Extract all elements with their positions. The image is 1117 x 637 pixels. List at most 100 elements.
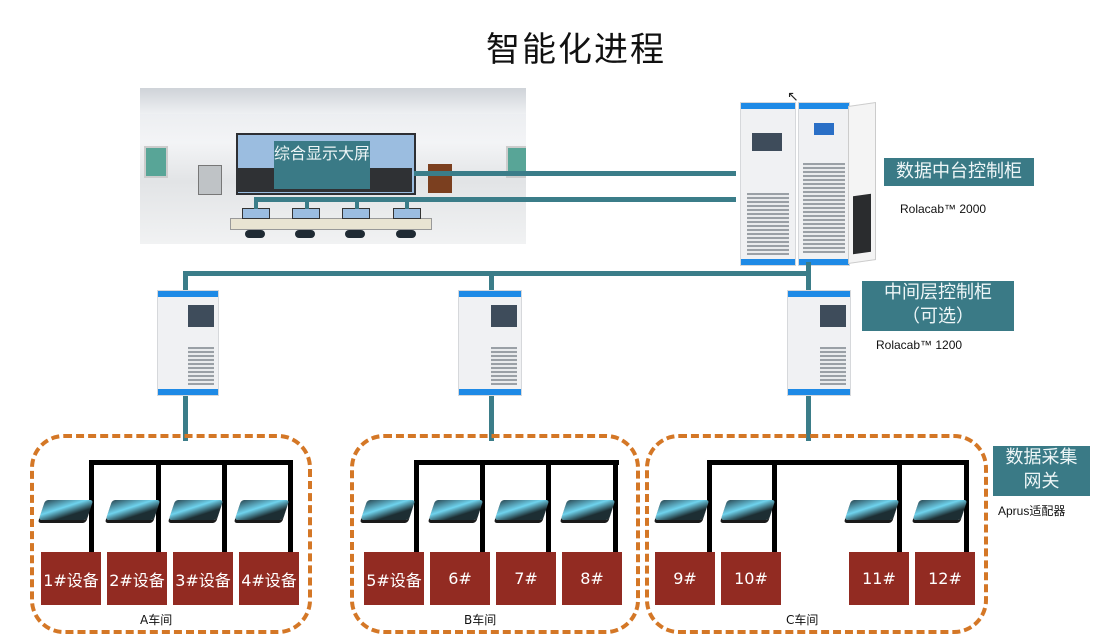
mouse-cursor-icon: ↖ bbox=[787, 89, 799, 105]
gateway-label: 数据采集 网关 bbox=[993, 446, 1090, 496]
data-center-cabinet-left bbox=[740, 102, 796, 266]
console-link-drop bbox=[355, 197, 359, 209]
cabinet-bottom-band bbox=[741, 259, 795, 265]
gateway-device-icon bbox=[844, 500, 900, 520]
cabinet-rack bbox=[803, 163, 845, 253]
middle-cabinet-a bbox=[157, 290, 219, 396]
gateway-device-icon bbox=[654, 500, 710, 520]
bus-line bbox=[707, 460, 969, 465]
device-wire bbox=[222, 460, 227, 554]
trunk-line bbox=[183, 271, 811, 276]
gateway-device-icon bbox=[720, 500, 776, 520]
cabinet-top-band bbox=[788, 291, 850, 297]
gateway-label-line1: 数据采集 bbox=[1005, 447, 1078, 468]
data-center-cabinet-label: 数据中台控制柜 bbox=[884, 158, 1034, 186]
device-box: 7# bbox=[496, 552, 556, 605]
chair bbox=[345, 230, 365, 238]
middle-cabinet-model: Rolacab™ 1200 bbox=[876, 338, 963, 352]
monitor bbox=[342, 208, 370, 219]
device-wire bbox=[964, 460, 969, 554]
device-box: 6# bbox=[430, 552, 490, 605]
device-wire bbox=[613, 460, 618, 554]
workshop-b-box bbox=[350, 434, 640, 634]
device-wire bbox=[288, 460, 293, 554]
gateway-device-icon bbox=[234, 500, 290, 520]
device-wire bbox=[707, 460, 712, 554]
cabinet-top-band bbox=[158, 291, 218, 297]
cabinet-top-band bbox=[741, 103, 795, 109]
cabinet-bottom-band bbox=[158, 389, 218, 395]
device-box: 2#设备 bbox=[107, 552, 167, 605]
console-link-drop bbox=[405, 197, 409, 209]
window-right bbox=[506, 146, 526, 178]
middle-cabinet-b bbox=[458, 290, 522, 396]
device-wire bbox=[89, 460, 94, 554]
device-box: 3#设备 bbox=[173, 552, 233, 605]
cabinet-bottom-band bbox=[459, 389, 521, 395]
gateway-device-icon bbox=[912, 500, 968, 520]
cabinet-screen bbox=[188, 305, 214, 327]
gateway-device-icon bbox=[168, 500, 224, 520]
device-wire bbox=[156, 460, 161, 554]
gateway-device-icon bbox=[428, 500, 484, 520]
door bbox=[428, 164, 452, 193]
data-center-cabinet-open bbox=[798, 102, 850, 266]
workshop-c-box bbox=[645, 434, 988, 634]
cabinet-bottom-band bbox=[799, 259, 849, 265]
cabinet-screen bbox=[820, 305, 846, 327]
chair bbox=[245, 230, 265, 238]
device-wire bbox=[897, 460, 902, 554]
device-box: 1#设备 bbox=[41, 552, 101, 605]
console-desk bbox=[230, 218, 432, 230]
chair bbox=[396, 230, 416, 238]
cabinet-vent bbox=[820, 347, 846, 385]
workshop-a-box bbox=[30, 434, 312, 634]
console-link-drop bbox=[254, 197, 258, 209]
gateway-label-line2: 网关 bbox=[1023, 471, 1060, 492]
door-glass bbox=[853, 193, 871, 255]
air-conditioner bbox=[198, 165, 222, 195]
cabinet-vent bbox=[491, 347, 517, 385]
cabinet-top-band bbox=[459, 291, 521, 297]
link-consoles-to-cabinet bbox=[254, 197, 736, 202]
console-link-drop bbox=[305, 197, 309, 209]
device-box: 11# bbox=[849, 552, 909, 605]
cabinet-screen bbox=[491, 305, 517, 327]
gateway-model: Aprus适配器 bbox=[998, 504, 1066, 518]
gateway-device-icon bbox=[360, 500, 416, 520]
workshop-b-label: B车间 bbox=[464, 613, 497, 627]
cabinet-screen bbox=[752, 133, 782, 151]
device-wire bbox=[546, 460, 551, 554]
monitor bbox=[292, 208, 320, 219]
middle-cabinet-label-line1: 中间层控制柜 bbox=[884, 282, 992, 303]
monitor bbox=[242, 208, 270, 219]
gateway-device-icon bbox=[494, 500, 550, 520]
ceiling bbox=[140, 88, 526, 114]
page-title: 智能化进程 bbox=[486, 30, 666, 70]
middle-cabinet-label: 中间层控制柜 （可选） bbox=[862, 281, 1014, 331]
device-box: 12# bbox=[915, 552, 975, 605]
data-center-cabinet-model: Rolacab™ 2000 bbox=[900, 202, 987, 216]
device-box: 4#设备 bbox=[239, 552, 299, 605]
cabinet-top-band bbox=[799, 103, 849, 109]
cabinet-vent bbox=[188, 347, 214, 385]
control-room-image bbox=[140, 88, 526, 244]
middle-cabinet-c bbox=[787, 290, 851, 396]
device-box: 9# bbox=[655, 552, 715, 605]
middle-cabinet-label-line2: （可选） bbox=[902, 306, 974, 327]
chair bbox=[295, 230, 315, 238]
trunk-riser bbox=[806, 262, 811, 276]
cabinet-vent bbox=[747, 193, 789, 255]
device-box: 8# bbox=[562, 552, 622, 605]
bus-line bbox=[414, 460, 619, 465]
cabinet-bottom-band bbox=[788, 389, 850, 395]
workshop-a-label: A车间 bbox=[140, 613, 173, 627]
gateway-device-icon bbox=[105, 500, 161, 520]
device-wire bbox=[414, 460, 419, 554]
gateway-device-icon bbox=[560, 500, 616, 520]
screen-label: 综合显示大屏 bbox=[274, 141, 370, 189]
device-wire bbox=[772, 460, 777, 554]
cabinet-door bbox=[848, 102, 876, 264]
monitor bbox=[393, 208, 421, 219]
gateway-device-icon bbox=[38, 500, 94, 520]
